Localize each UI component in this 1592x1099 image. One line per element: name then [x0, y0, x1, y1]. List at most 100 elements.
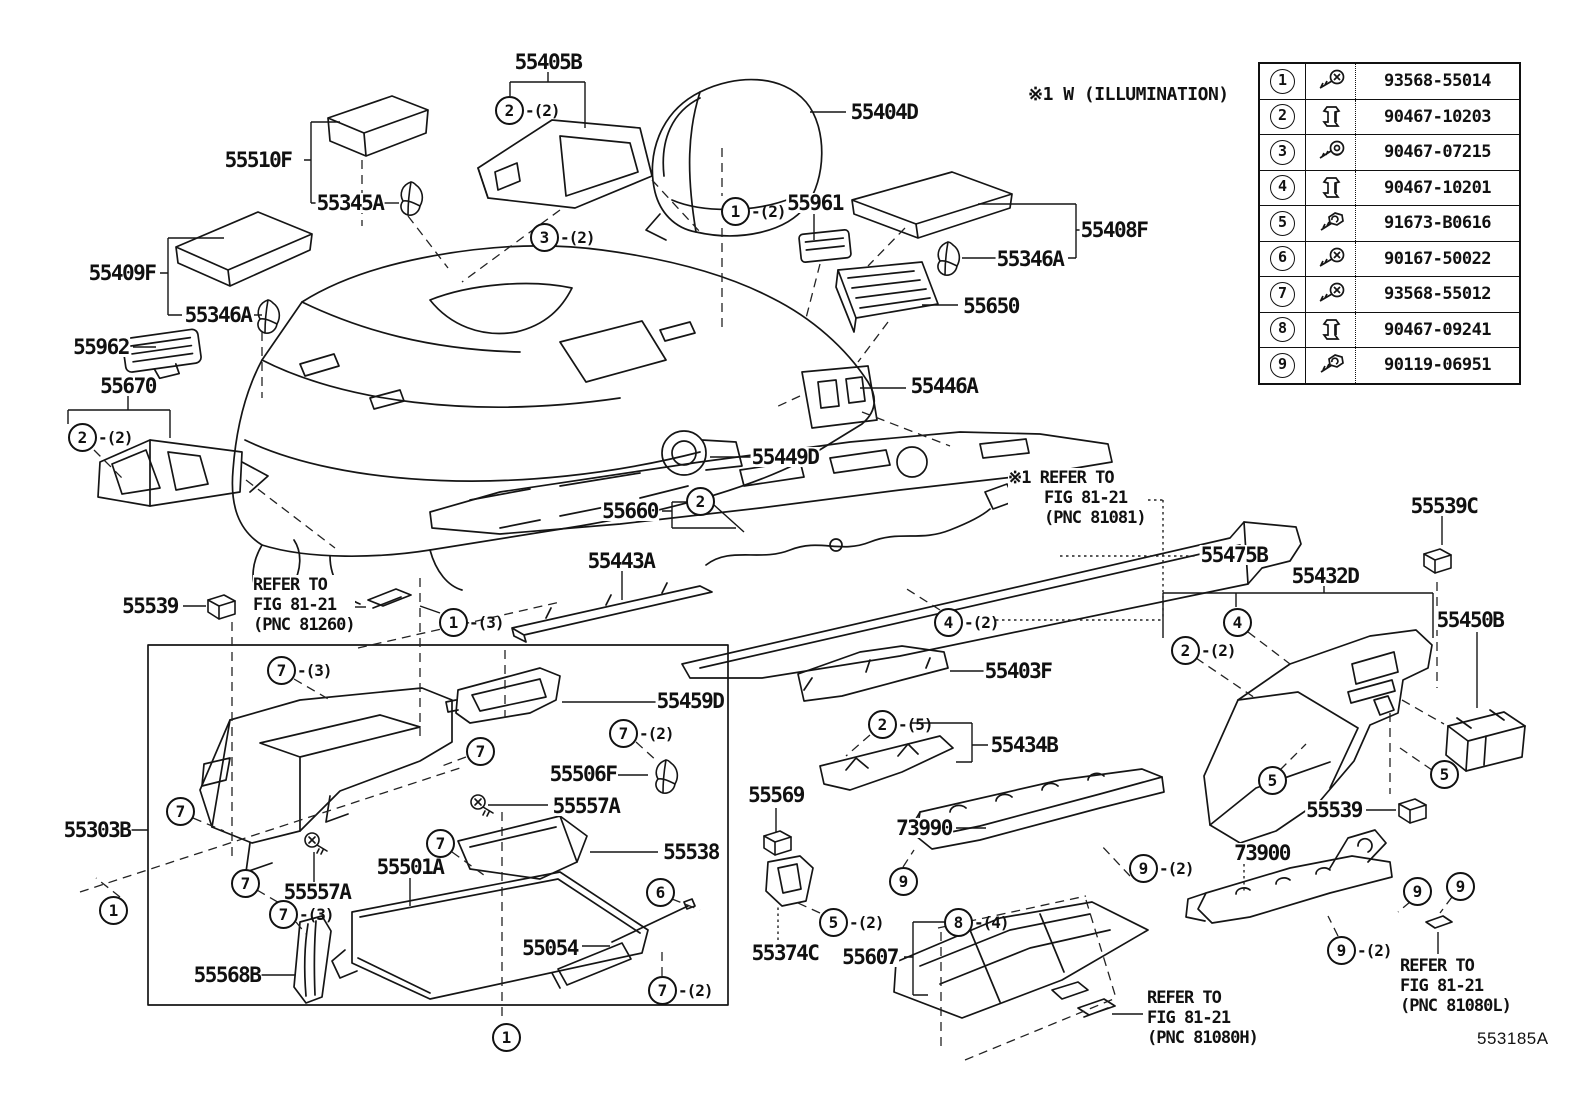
callout-quantity: -(5): [898, 715, 934, 734]
glove-box-housing: [199, 687, 453, 873]
exploded-dashed-lines: [79, 148, 1453, 1061]
part-label-55510F[interactable]: 55510F: [223, 148, 293, 172]
part-label-55446A[interactable]: 55446A: [909, 374, 979, 398]
part-label-73900[interactable]: 73900: [1233, 841, 1291, 865]
part-55961-register: [798, 229, 852, 263]
part-label-55449D[interactable]: 55449D: [750, 445, 820, 469]
part-55443A-strip: [511, 582, 713, 643]
part-label-55506F[interactable]: 55506F: [548, 762, 618, 786]
clip-55345A: [400, 181, 424, 217]
part-label-55539[interactable]: 55539: [1305, 798, 1363, 822]
callout-quantity: -(2): [98, 428, 134, 447]
part-label-55557A[interactable]: 55557A: [282, 880, 352, 904]
fastener-callout-7: 7: [426, 829, 455, 858]
part-label-55346A[interactable]: 55346A: [183, 303, 253, 327]
callout-quantity: -(2): [751, 202, 787, 221]
small-part-strip-81260: [367, 588, 412, 609]
part-label-55409F[interactable]: 55409F: [87, 261, 157, 285]
callout-number: 7: [426, 829, 455, 858]
part-label-55054[interactable]: 55054: [521, 936, 579, 960]
clip-55506F: [655, 759, 679, 795]
part-label-55660[interactable]: 55660: [601, 499, 659, 523]
callout-number: 5: [819, 908, 848, 937]
callout-number: 9: [889, 867, 918, 896]
part-label-55568B[interactable]: 55568B: [192, 963, 262, 987]
part-label-55961[interactable]: 55961: [786, 191, 844, 215]
part-label-55539[interactable]: 55539: [121, 594, 179, 618]
part-55409F-pad: [175, 211, 313, 287]
part-label-55346A[interactable]: 55346A: [995, 247, 1065, 271]
callout-quantity: -(2): [1159, 859, 1195, 878]
small-part-clip-81080H: [1077, 998, 1116, 1018]
clip-55539-right: [1398, 798, 1427, 824]
part-label-55408F[interactable]: 55408F: [1079, 218, 1149, 242]
clip-icon: [1306, 170, 1356, 205]
fastener-callout-8: 8-(4): [944, 908, 1010, 937]
part-label-55443A[interactable]: 55443A: [586, 549, 656, 573]
fastener-index: 9: [1260, 348, 1306, 383]
callout-quantity: -(3): [297, 661, 333, 680]
part-label-55475B[interactable]: 55475B: [1199, 543, 1269, 567]
fastener-part-number: 90467-09241: [1383, 319, 1492, 340]
fastener-part-number: 90167-50022: [1383, 248, 1492, 269]
callout-number: 9: [1327, 936, 1356, 965]
fastener-callout-7: 7-(3): [267, 656, 333, 685]
clip-icon: [1306, 99, 1356, 134]
fastener-callout-5: 5: [1258, 766, 1287, 795]
part-label-55557A[interactable]: 55557A: [551, 794, 621, 818]
part-label-55403F[interactable]: 55403F: [983, 659, 1053, 683]
part-label-55404D[interactable]: 55404D: [849, 100, 919, 124]
part-label-55607[interactable]: 55607: [841, 945, 899, 969]
fastener-part-number: 91673-B0616: [1383, 213, 1492, 234]
part-label-55538[interactable]: 55538: [662, 840, 720, 864]
clip-icon: [1306, 312, 1356, 347]
part-label-55670[interactable]: 55670: [99, 374, 157, 398]
part-55510F-tray: [327, 95, 429, 157]
callout-number: 7: [648, 976, 677, 1005]
fastener-part-number: 93568-55012: [1383, 284, 1492, 305]
part-label-55432D[interactable]: 55432D: [1290, 564, 1360, 588]
part-label-55459D[interactable]: 55459D: [655, 689, 725, 713]
callout-quantity: -(2): [1357, 941, 1393, 960]
callout-number: 7: [267, 656, 296, 685]
part-label-55539C[interactable]: 55539C: [1409, 494, 1479, 518]
part-55449D-ignition-ring: [661, 430, 743, 476]
part-label-55303B[interactable]: 55303B: [62, 818, 132, 842]
part-label-73990[interactable]: 73990: [895, 816, 953, 840]
small-part-clip-81080L: [1425, 915, 1453, 929]
callout-number: 1: [492, 1023, 521, 1052]
part-label-55569[interactable]: 55569: [747, 783, 805, 807]
fastener-callout-7: 7: [466, 737, 495, 766]
part-label-55962[interactable]: 55962: [72, 335, 130, 359]
callout-number: 3: [530, 223, 559, 252]
box-55303B-frame: [147, 644, 729, 1006]
fastener-index: 4: [1260, 170, 1306, 205]
part-label-55405B[interactable]: 55405B: [513, 50, 583, 74]
part-label-55501A[interactable]: 55501A: [375, 855, 445, 879]
part-55607-under-cover: [893, 901, 1149, 1019]
fastener-index: 7: [1260, 277, 1306, 312]
fastener-row-7[interactable]: 7 93568-55012: [1260, 276, 1519, 312]
part-label-55450B[interactable]: 55450B: [1435, 608, 1505, 632]
part-label-55434B[interactable]: 55434B: [989, 733, 1059, 757]
part-label-55345A[interactable]: 55345A: [315, 191, 385, 215]
part-55446A-bezel: [801, 365, 878, 429]
callout-number: 7: [609, 719, 638, 748]
callout-number: 4: [1223, 608, 1252, 637]
part-55568B-trim: [293, 915, 332, 1004]
part-label-55374C[interactable]: 55374C: [750, 941, 820, 965]
bolt-icon: [1306, 348, 1356, 383]
fastener-callout-9: 9: [1403, 877, 1432, 906]
part-label-55650[interactable]: 55650: [962, 294, 1020, 318]
